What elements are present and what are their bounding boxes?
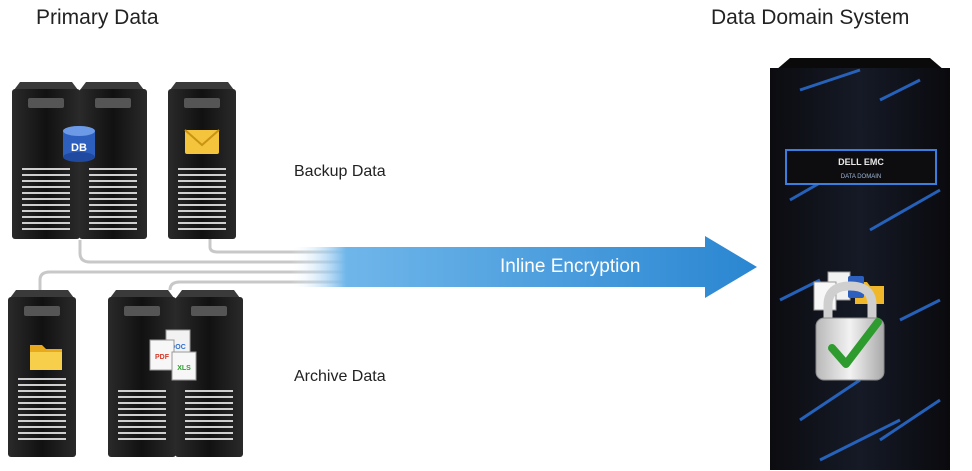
cables bbox=[38, 238, 390, 291]
data-domain-rack: DELL EMC DATA DOMAIN bbox=[770, 58, 950, 470]
database-icon: DB bbox=[63, 126, 95, 162]
pdf-badge: PDF bbox=[155, 354, 170, 361]
doc-badge: DOC bbox=[170, 344, 186, 351]
server-db-left bbox=[12, 82, 80, 239]
encryption-arrow bbox=[290, 236, 757, 298]
database-badge: DB bbox=[71, 142, 87, 154]
backup-data-label: Backup Data bbox=[294, 163, 386, 180]
xls-badge: XLS bbox=[177, 365, 191, 372]
server-folder bbox=[8, 290, 76, 457]
folder-icon bbox=[30, 345, 62, 370]
envelope-icon bbox=[184, 129, 220, 154]
server-db-right bbox=[79, 82, 147, 239]
server-docs-right bbox=[175, 290, 243, 457]
checkmark-icon bbox=[828, 318, 882, 368]
primary-data-title: Primary Data bbox=[36, 6, 159, 29]
rack-product: DATA DOMAIN bbox=[841, 174, 881, 180]
documents-icon: DOC PDF XLS bbox=[149, 329, 197, 381]
rack-brand: DELL EMC bbox=[838, 157, 884, 167]
archive-data-label: Archive Data bbox=[294, 368, 386, 385]
inline-encryption-label: Inline Encryption bbox=[500, 256, 641, 277]
server-mail bbox=[168, 82, 236, 239]
server-docs-left bbox=[108, 290, 176, 457]
data-domain-system-title: Data Domain System bbox=[711, 6, 910, 29]
